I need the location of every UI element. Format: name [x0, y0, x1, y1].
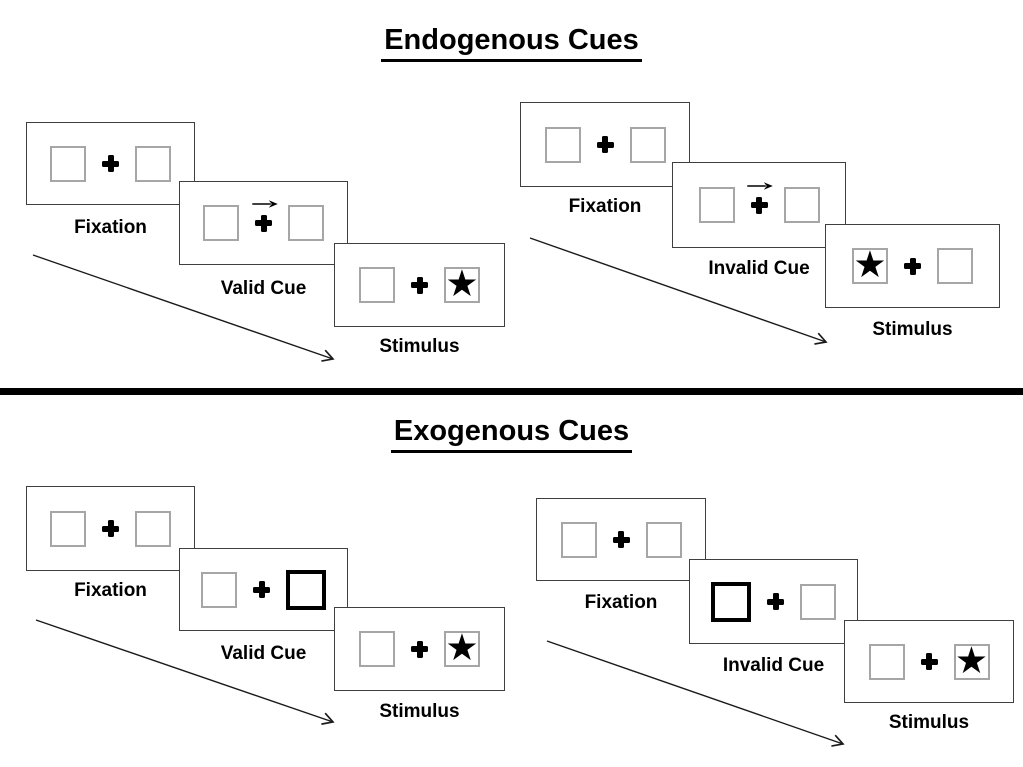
display-row [27, 487, 194, 570]
star-stimulus-icon: ★ [853, 244, 887, 285]
fixation-cross-wrap [411, 640, 428, 658]
display-row [521, 103, 689, 186]
fixation-cross-icon [411, 276, 428, 294]
left-target-box [359, 631, 395, 667]
section-title-exogenous: Exogenous Cues [0, 415, 1023, 453]
right-target-box: ★ [953, 639, 990, 681]
display-row [27, 123, 194, 204]
panel-valid-cue [179, 548, 348, 631]
display-row [180, 549, 347, 630]
right-target-box [135, 145, 171, 182]
right-target-box [800, 583, 836, 620]
display-row [690, 560, 857, 643]
step-label: Valid Cue [220, 278, 307, 299]
display-row [180, 182, 347, 264]
step-label: Fixation [74, 217, 147, 238]
step-label: Stimulus [379, 701, 460, 722]
fixation-cross-wrap [102, 520, 119, 537]
step-label: Fixation [74, 580, 147, 601]
fixation-cross-icon [255, 214, 272, 232]
step-label: Invalid Cue [708, 258, 810, 279]
fixation-cross-icon [904, 257, 921, 275]
panel-fixation [536, 498, 706, 581]
star-stimulus-icon: ★ [445, 263, 479, 304]
fixation-cross-icon [750, 196, 768, 214]
fixation-cross-wrap [904, 257, 921, 275]
timeline-arrow-icon [529, 237, 828, 345]
fixation-cross-wrap [102, 155, 119, 172]
fixation-cross-icon [612, 531, 630, 548]
panel-stimulus: ★ [334, 243, 505, 327]
panel-fixation [26, 486, 195, 571]
timeline-arrow-icon [35, 619, 335, 725]
fixation-cross-icon [596, 136, 614, 153]
section-title-endogenous: Endogenous Cues [0, 24, 1023, 62]
right-target-box [937, 248, 973, 284]
fixation-cross-wrap [612, 531, 630, 548]
left-target-box-cued [711, 581, 751, 622]
star-stimulus-icon: ★ [954, 639, 989, 681]
left-target-box: ★ [852, 244, 888, 285]
left-target-box [359, 267, 395, 303]
right-target-box: ★ [444, 627, 480, 668]
step-label: Stimulus [872, 319, 953, 340]
fixation-cross-icon [102, 155, 119, 172]
timeline-arrow-icon [32, 254, 335, 362]
panel-invalid-cue [672, 162, 846, 248]
section-divider [0, 388, 1023, 395]
left-target-box [203, 205, 239, 241]
section-title-text: Endogenous Cues [381, 24, 642, 62]
fixation-cross-icon [767, 593, 784, 610]
right-target-box-cued [286, 569, 326, 610]
panel-valid-cue [179, 181, 348, 265]
fixation-cross-wrap [767, 593, 784, 610]
panel-stimulus: ★ [334, 607, 505, 691]
fixation-cross-wrap [596, 136, 614, 153]
step-label: Invalid Cue [722, 655, 825, 676]
step-label: Fixation [568, 196, 642, 217]
fixation-cross-icon [920, 653, 938, 670]
left-target-box [698, 187, 735, 223]
section-title-text: Exogenous Cues [390, 415, 633, 453]
step-label: Fixation [584, 592, 658, 613]
right-target-box: ★ [444, 263, 480, 304]
right-target-box [783, 187, 820, 223]
left-target-box [544, 126, 581, 163]
step-label: Valid Cue [220, 643, 307, 664]
display-row [537, 499, 705, 580]
left-target-box [50, 145, 86, 182]
right-target-box [629, 126, 666, 163]
fixation-cross-wrap [251, 199, 278, 232]
left-target-box [201, 571, 237, 608]
left-target-box [868, 643, 905, 680]
panel-fixation [520, 102, 690, 187]
display-row: ★ [826, 225, 999, 307]
step-label: Stimulus [888, 712, 970, 733]
cue-arrow-icon [747, 181, 773, 190]
panel-stimulus: ★ [825, 224, 1000, 308]
step-label: Stimulus [379, 336, 460, 357]
fixation-cross-wrap [411, 276, 428, 294]
display-row: ★ [335, 608, 504, 690]
fixation-cross-icon [411, 640, 428, 658]
cue-arrow-icon [251, 199, 278, 208]
fixation-cross-wrap [253, 581, 270, 598]
right-target-box [288, 205, 324, 241]
display-row [673, 163, 845, 247]
fixation-cross-wrap [920, 653, 938, 670]
panel-stimulus: ★ [844, 620, 1014, 703]
display-row: ★ [335, 244, 504, 326]
right-target-box [135, 510, 171, 547]
fixation-cross-wrap [747, 181, 773, 214]
fixation-cross-icon [253, 581, 270, 598]
right-target-box [645, 521, 682, 558]
left-target-box [560, 521, 597, 558]
display-row: ★ [845, 621, 1013, 702]
star-stimulus-icon: ★ [445, 627, 479, 668]
left-target-box [50, 510, 86, 547]
panel-fixation [26, 122, 195, 205]
panel-invalid-cue [689, 559, 858, 644]
fixation-cross-icon [102, 520, 119, 537]
